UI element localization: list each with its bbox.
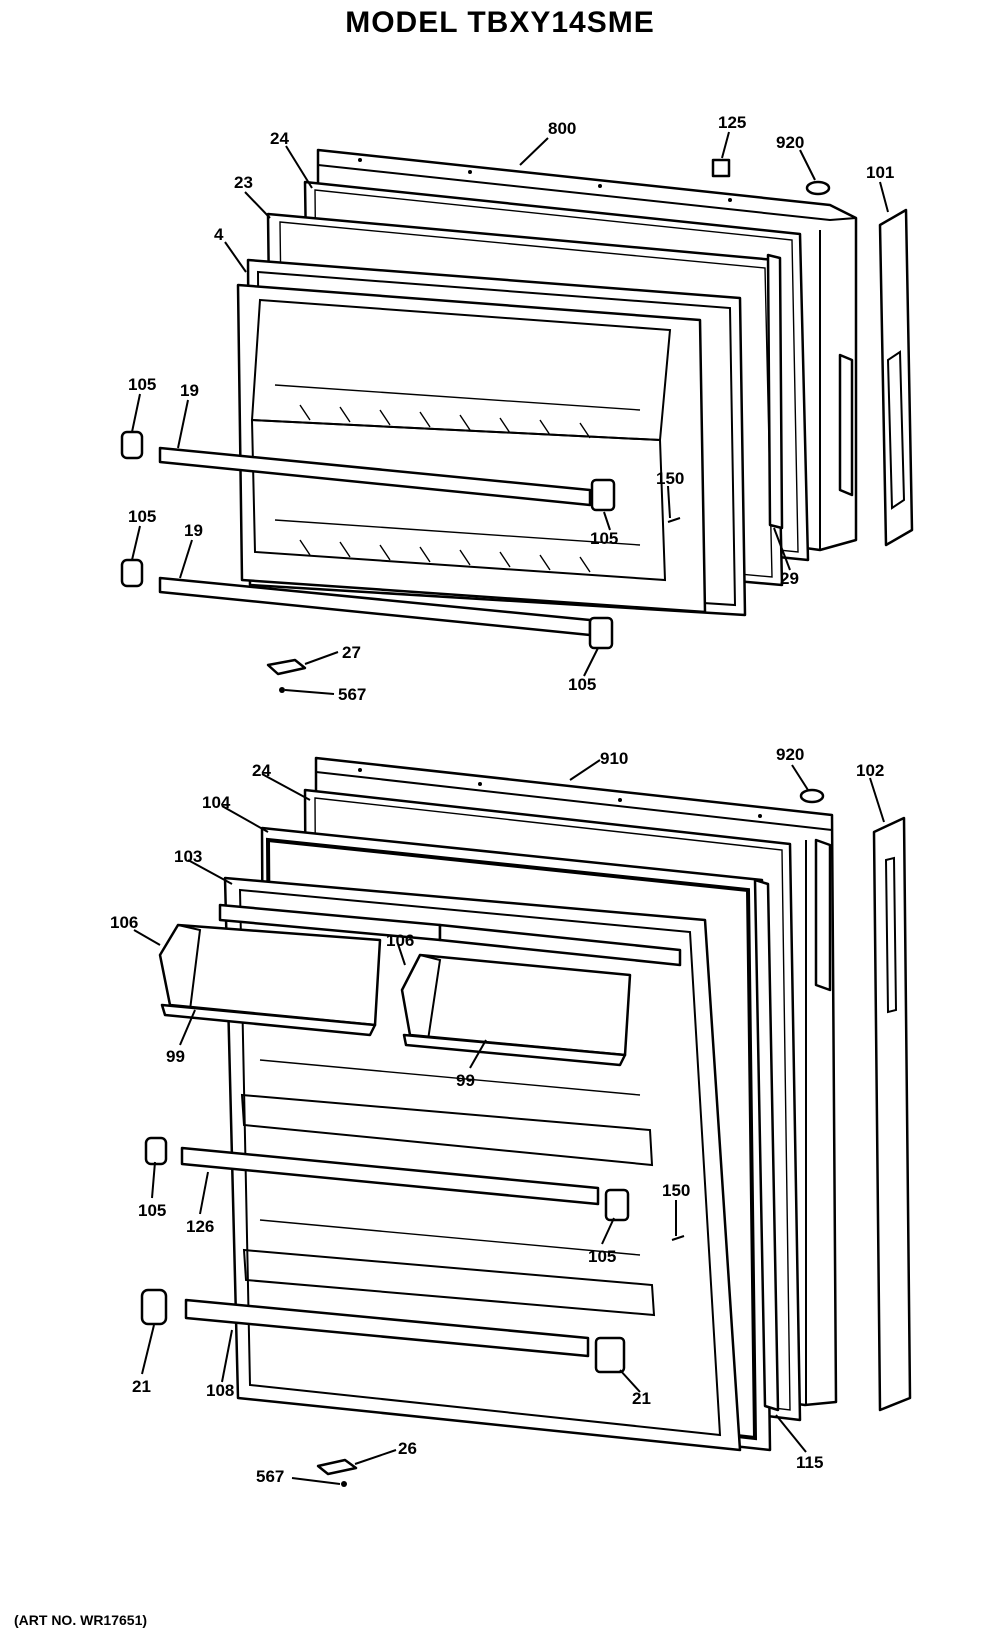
label-104: 104 <box>202 793 231 812</box>
dairy-door-106-right <box>400 953 632 1067</box>
label-19-a: 19 <box>180 381 199 400</box>
retainer-105-left-upper <box>120 430 144 460</box>
label-126: 126 <box>186 1217 214 1236</box>
door-liner-box <box>236 283 707 614</box>
label-105-bottom-b: 105 <box>588 1247 616 1266</box>
label-23: 23 <box>234 173 253 192</box>
screw-150-top <box>667 517 681 523</box>
label-920-bottom: 920 <box>776 745 804 764</box>
handle-102 <box>872 816 912 1412</box>
label-4: 4 <box>214 225 224 244</box>
diagram-title: MODEL TBXY14SME <box>345 6 655 39</box>
retainer-105-right-upper <box>590 478 616 512</box>
label-21-b: 21 <box>632 1389 651 1408</box>
label-101: 101 <box>866 163 894 182</box>
label-99-b: 99 <box>456 1071 475 1090</box>
dairy-shelf-right <box>438 923 682 967</box>
label-24-top: 24 <box>270 129 289 148</box>
retainer-105-left-lower <box>120 558 144 588</box>
label-105-c: 105 <box>590 529 618 548</box>
label-21-a: 21 <box>132 1377 151 1396</box>
label-105-b: 105 <box>128 507 156 526</box>
label-99-a: 99 <box>166 1047 185 1066</box>
retainer-105-right-bottom <box>604 1188 630 1222</box>
label-27: 27 <box>342 643 361 662</box>
strip-29 <box>766 253 784 530</box>
retainer-21-right <box>594 1336 626 1374</box>
art-number: (ART NO. WR17651) <box>14 1612 148 1628</box>
label-24-bottom: 24 <box>252 761 271 780</box>
screw-567-top <box>279 687 285 693</box>
shelf-rail-126 <box>180 1146 600 1206</box>
handle-101 <box>878 208 914 547</box>
strip-115 <box>753 878 780 1412</box>
label-108: 108 <box>206 1381 234 1400</box>
fresh-food-door-assembly: 910 920 102 24 104 103 106 106 99 99 105… <box>110 745 912 1487</box>
dairy-door-106-left <box>158 923 382 1037</box>
label-920-top: 920 <box>776 133 804 152</box>
bottom-leaders <box>133 759 885 1485</box>
shelf-rail-19-upper <box>158 446 592 507</box>
label-910: 910 <box>600 749 628 768</box>
label-800: 800 <box>548 119 576 138</box>
retainer-105-right-lower <box>588 616 614 650</box>
retainer-21-left <box>140 1288 168 1326</box>
plug-920-bottom <box>799 788 825 804</box>
label-106-a: 106 <box>110 913 138 932</box>
label-19-b: 19 <box>184 521 203 540</box>
label-115: 115 <box>796 1453 823 1472</box>
top-leaders <box>131 131 889 695</box>
screw-150-bottom <box>671 1235 685 1241</box>
label-102: 102 <box>856 761 884 780</box>
label-105-bottom-a: 105 <box>138 1201 166 1220</box>
label-125: 125 <box>718 113 746 132</box>
label-150-top: 150 <box>656 469 684 488</box>
retainer-105-left-bottom <box>144 1136 168 1166</box>
label-150-bottom: 150 <box>662 1181 690 1200</box>
label-29: 29 <box>780 569 799 588</box>
label-103: 103 <box>174 847 202 866</box>
plug-920-top <box>805 180 831 196</box>
hinge-26 <box>316 1458 358 1476</box>
label-567-top: 567 <box>338 685 366 704</box>
hinge-27 <box>266 658 307 676</box>
freezer-door-assembly: 800 125 920 101 24 23 4 105 19 105 19 15… <box>120 113 914 704</box>
shelf-rail-108 <box>184 1298 590 1358</box>
label-105-a: 105 <box>128 375 156 394</box>
label-567-bottom: 567 <box>256 1467 284 1486</box>
screw-567-bottom <box>341 1481 347 1487</box>
label-106-b: 106 <box>386 931 414 950</box>
label-26: 26 <box>398 1439 417 1458</box>
plug-125 <box>711 158 731 178</box>
label-105-d: 105 <box>568 675 596 694</box>
